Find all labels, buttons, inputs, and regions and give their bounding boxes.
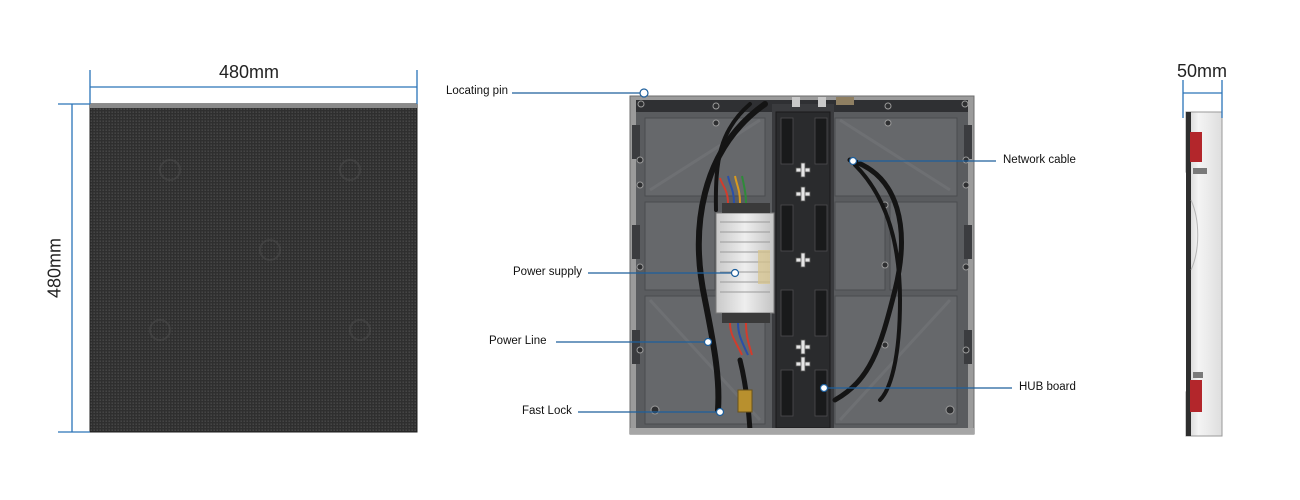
callout-dots (703, 156, 858, 417)
front-width-dimension (89, 70, 418, 104)
side-depth-label: 50mm (1177, 61, 1228, 81)
side-profile (1185, 111, 1223, 437)
back-cabinet (629, 88, 975, 435)
front-height-label: 480mm (44, 237, 65, 299)
power-supply-unit (715, 203, 775, 323)
side-depth-dimension (1182, 80, 1223, 118)
callout-power-line: Power Line (489, 335, 547, 347)
callout-power-supply: Power supply (513, 266, 583, 278)
callout-fast-lock: Fast Lock (522, 405, 572, 417)
front-panel (89, 103, 418, 433)
callout-network-cable: Network cable (1003, 154, 1076, 166)
front-width-label: 480mm (219, 62, 280, 82)
callout-hub-board: HUB board (1019, 381, 1076, 393)
callout-locating-pin: Locating pin (446, 85, 509, 97)
front-height-dimension (58, 103, 90, 433)
callout-lines (512, 92, 1012, 413)
